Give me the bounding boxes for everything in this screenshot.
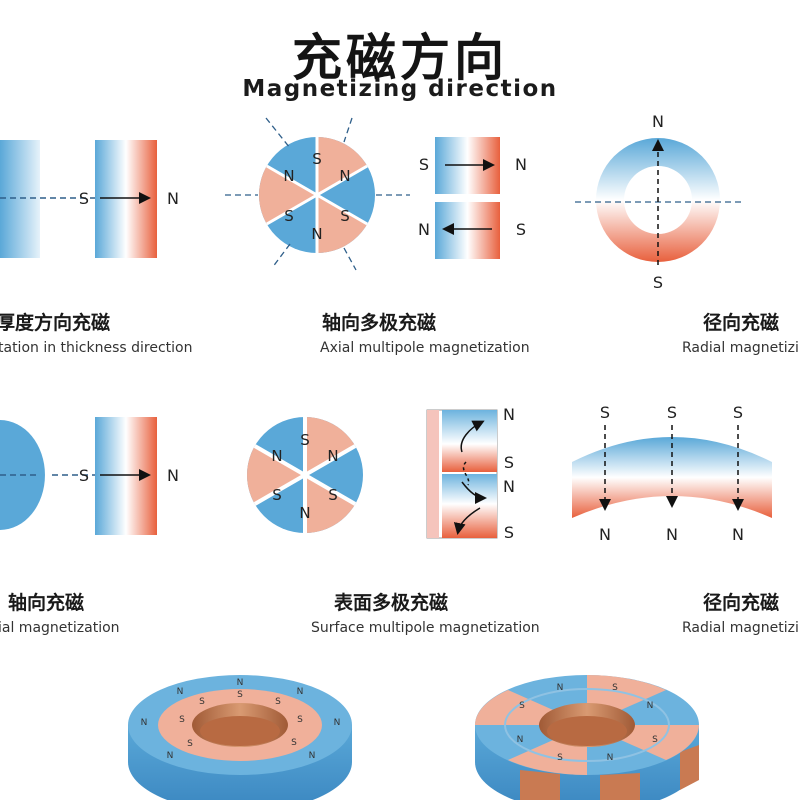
page-title: 充磁方向: [292, 29, 508, 87]
ring-3d-left: S S S S S S S N N N N N N N: [128, 675, 352, 800]
svg-text:N: N: [732, 525, 744, 544]
svg-text:S: S: [312, 150, 322, 168]
caption-radial-top-zh: 径向充磁: [703, 312, 780, 334]
caption-axial-multipole-zh: 轴向多极充磁: [322, 312, 437, 334]
caption-axial-en: ial magnetization: [0, 620, 120, 636]
svg-text:S: S: [516, 220, 526, 239]
svg-text:N: N: [503, 405, 515, 424]
svg-text:S: S: [652, 735, 658, 745]
svg-text:S: S: [519, 701, 525, 711]
svg-text:N: N: [297, 687, 304, 697]
axial-multipole-disc: S N S N S N: [225, 117, 410, 271]
caption-thickness-zh: 厚度方向充磁: [0, 312, 111, 334]
svg-text:S: S: [300, 431, 310, 449]
caption-radial-top-en: Radial magnetizi: [682, 340, 799, 356]
svg-text:S: S: [275, 697, 281, 707]
surface-multipole-disc: S N S N S N: [247, 417, 363, 533]
svg-text:N: N: [557, 683, 564, 693]
svg-text:N: N: [299, 504, 310, 522]
thickness-disc-left: [0, 140, 40, 258]
svg-text:S: S: [612, 683, 618, 693]
caption-surface-multipole-en: Surface multipole magnetization: [311, 620, 540, 636]
svg-text:S: S: [187, 739, 193, 749]
svg-text:N: N: [271, 447, 282, 465]
svg-text:S: S: [199, 697, 205, 707]
svg-text:N: N: [167, 466, 179, 485]
ring-3d-right: N S N S N S N S: [475, 675, 699, 800]
svg-text:S: S: [291, 738, 297, 748]
svg-text:S: S: [557, 753, 563, 763]
svg-text:N: N: [503, 477, 515, 496]
pole-label-s: S: [79, 189, 89, 208]
svg-text:S: S: [733, 403, 743, 422]
svg-text:N: N: [334, 718, 341, 728]
svg-text:N: N: [237, 678, 244, 688]
svg-text:S: S: [340, 207, 350, 225]
svg-text:S: S: [653, 273, 663, 292]
svg-text:S: S: [237, 690, 243, 700]
svg-text:S: S: [272, 486, 282, 504]
svg-text:N: N: [515, 155, 527, 174]
pole-label-n: N: [167, 189, 179, 208]
caption-thickness-en: tation in thickness direction: [0, 340, 193, 356]
svg-text:N: N: [283, 167, 294, 185]
axial-multipole-block: [435, 137, 500, 259]
caption-radial-arc-zh: 径向充磁: [703, 592, 780, 614]
svg-text:N: N: [418, 220, 430, 239]
svg-text:N: N: [177, 687, 184, 697]
svg-text:S: S: [667, 403, 677, 422]
svg-text:N: N: [309, 751, 316, 761]
svg-text:S: S: [328, 486, 338, 504]
svg-text:N: N: [647, 701, 654, 711]
svg-text:N: N: [339, 167, 350, 185]
caption-axial-zh: 轴向充磁: [8, 592, 85, 614]
axial-disc-left: [0, 420, 45, 530]
svg-text:N: N: [167, 751, 174, 761]
svg-text:N: N: [517, 735, 524, 745]
page-subtitle: Magnetizing direction: [242, 76, 558, 102]
svg-text:S: S: [600, 403, 610, 422]
svg-text:N: N: [141, 718, 148, 728]
svg-text:S: S: [504, 453, 514, 472]
radial-ring-top: [575, 138, 742, 265]
svg-text:N: N: [599, 525, 611, 544]
svg-text:S: S: [419, 155, 429, 174]
svg-text:S: S: [504, 523, 514, 542]
caption-surface-multipole-zh: 表面多极充磁: [334, 592, 449, 614]
caption-axial-multipole-en: Axial multipole magnetization: [320, 340, 530, 356]
thickness-block: [40, 140, 157, 258]
svg-text:N: N: [607, 753, 614, 763]
svg-text:N: N: [652, 112, 664, 131]
svg-text:N: N: [327, 447, 338, 465]
svg-text:S: S: [297, 715, 303, 725]
caption-radial-arc-en: Radial magnetizi: [682, 620, 799, 636]
svg-text:S: S: [79, 466, 89, 485]
surface-multipole-block: [426, 409, 498, 539]
svg-text:N: N: [311, 225, 322, 243]
radial-arc-segment: [572, 425, 772, 518]
svg-text:N: N: [666, 525, 678, 544]
axial-block: [52, 417, 157, 535]
svg-text:S: S: [284, 207, 294, 225]
svg-text:S: S: [179, 715, 185, 725]
